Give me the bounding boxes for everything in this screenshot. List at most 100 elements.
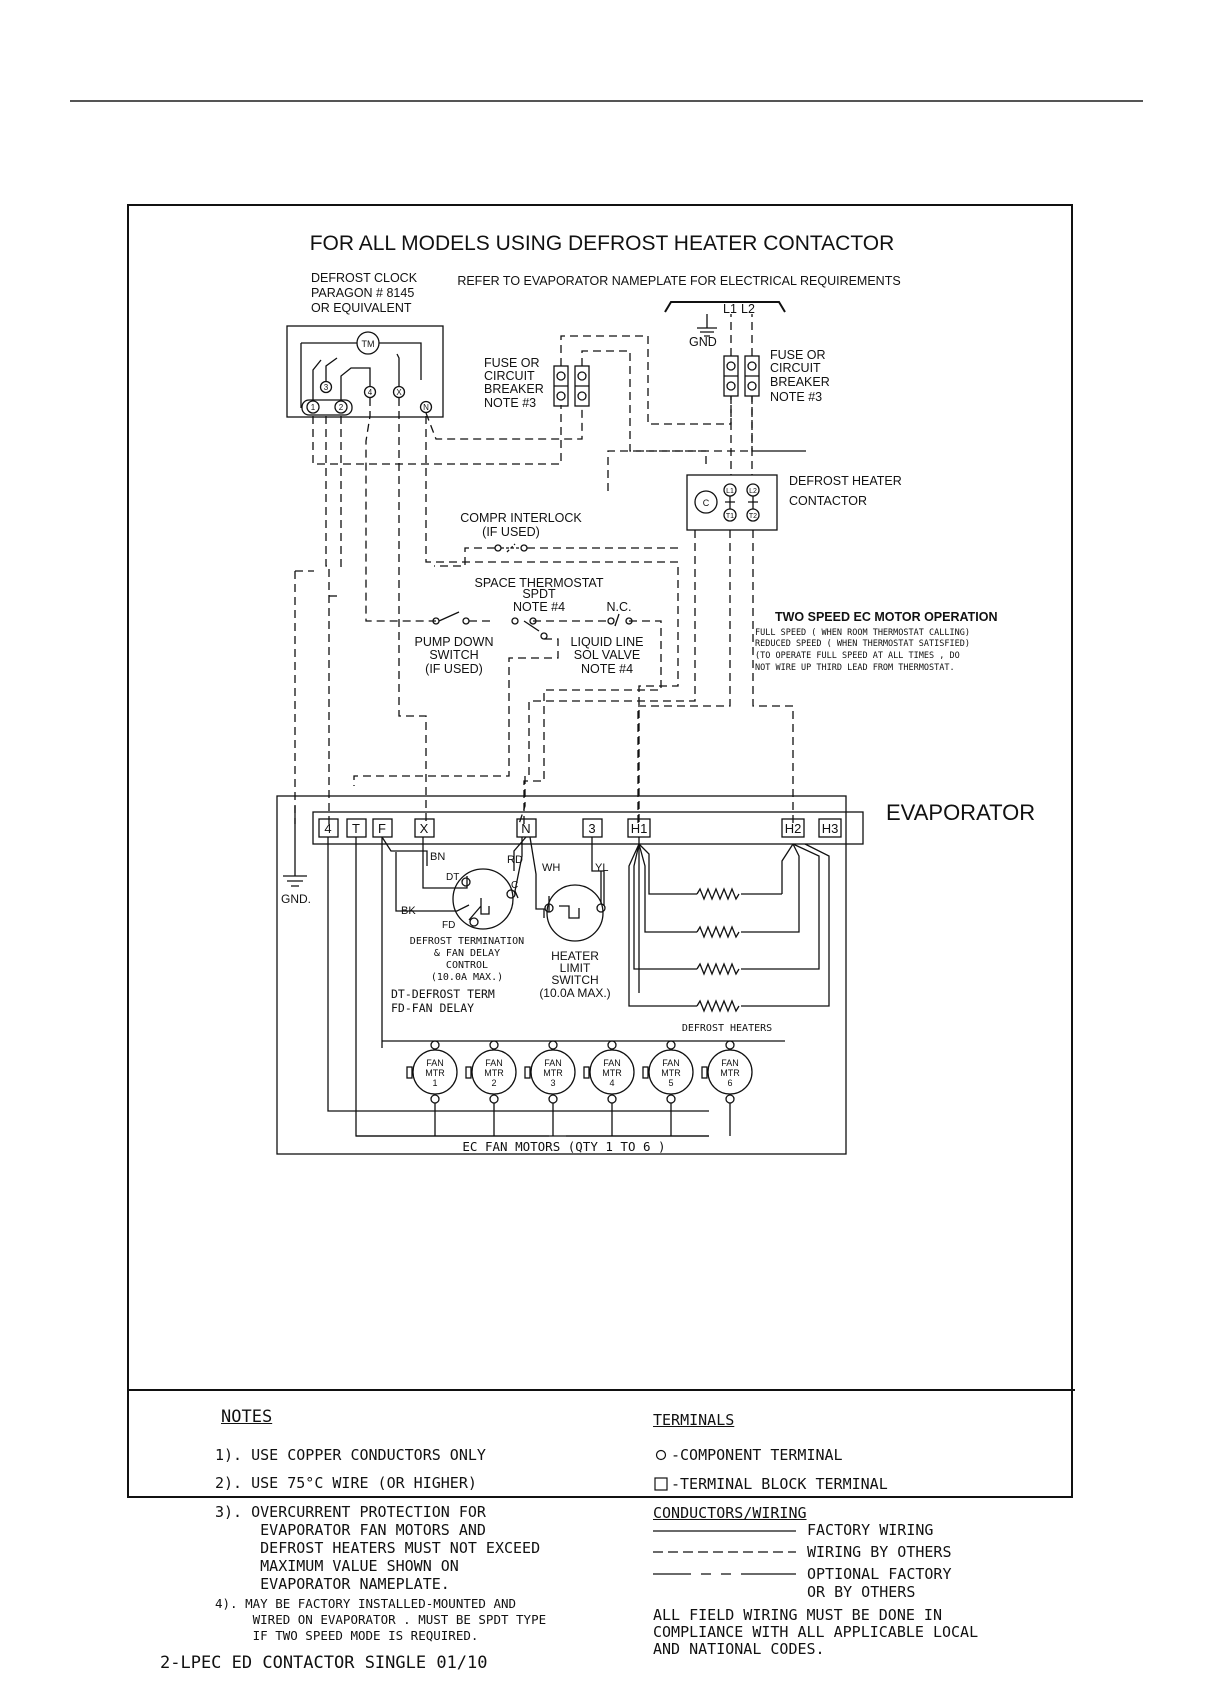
optional-factory-text: OPTIONAL FACTORY OR BY OTHERS (807, 1565, 952, 1601)
svg-text:NOT WIRE UP THIRD LEAD FROM TH: NOT WIRE UP THIRD LEAD FROM THERMOSTAT. (755, 663, 955, 673)
fan-motor-text: FAN (721, 1058, 739, 1068)
svg-text:CONTACTOR: CONTACTOR (789, 494, 867, 508)
svg-text:GND: GND (689, 335, 717, 349)
svg-text:NOTE #4: NOTE #4 (513, 600, 565, 614)
svg-text:DEFROST HEATER: DEFROST HEATER (789, 474, 902, 488)
svg-text:GND.: GND. (281, 892, 311, 906)
svg-text:TWO SPEED EC MOTOR OPERATION: TWO SPEED EC MOTOR OPERATION (775, 610, 997, 624)
svg-text:X: X (420, 821, 429, 836)
contactor-label: DEFROST HEATER CONTACTOR (789, 474, 902, 508)
svg-text:1: 1 (311, 403, 316, 412)
svg-text:L2: L2 (749, 488, 757, 495)
fan-motor-text: 2 (491, 1078, 496, 1088)
heater-limit-switch (544, 871, 606, 942)
heater-limit-label: HEATER LIMIT SWITCH (10.0A MAX.) (539, 949, 610, 1000)
fuse-right (723, 355, 760, 397)
svg-text:X: X (396, 388, 402, 397)
svg-text:DT-DEFROST TERM: DT-DEFROST TERM (391, 987, 495, 1001)
svg-text:(TO OPERATE FULL SPEED AT ALL: (TO OPERATE FULL SPEED AT ALL TIMES , DO (755, 651, 960, 661)
fan-motor-group: FANMTR1FANMTR2FANMTR3FANMTR4FANMTR5FANMT… (406, 1040, 753, 1136)
fan-motors-label: EC FAN MOTORS (QTY 1 TO 6 ) (462, 1139, 665, 1154)
fan-motors (356, 1041, 709, 1137)
svg-text:CIRCUIT: CIRCUIT (484, 369, 535, 383)
evaporator-label: EVAPORATOR (886, 800, 1035, 825)
block-terminal-icon (654, 1477, 668, 1491)
terminal-block: 4 T F X N 3 H1 H2 H3 (318, 818, 842, 838)
wiring-line-samples (653, 1530, 796, 1575)
wiring-by-others-text: WIRING BY OTHERS (807, 1543, 952, 1561)
fan-motor-text: MTR (661, 1068, 681, 1078)
fuse-right-label: FUSE OR CIRCUIT BREAKER NOTE #3 (770, 348, 830, 404)
svg-text:SPDT: SPDT (522, 587, 556, 601)
notes-area: NOTES 1). USE COPPER CONDUCTORS ONLY 2).… (129, 1389, 1075, 1702)
wiring-diagram: FOR ALL MODELS USING DEFROST HEATER CONT… (276, 232, 1035, 1155)
svg-text:L1: L1 (723, 302, 737, 316)
svg-text:L2: L2 (741, 302, 755, 316)
svg-text:N.C.: N.C. (607, 600, 632, 614)
field-wiring (294, 314, 806, 824)
conductors-heading: CONDUCTORS/WIRING (653, 1504, 807, 1522)
defrost-clock-label: DEFROST CLOCK PARAGON # 8145 OR EQUIVALE… (311, 271, 418, 315)
svg-text:NOTE #3: NOTE #3 (770, 390, 822, 404)
fan-motor-text: MTR (484, 1068, 504, 1078)
note-2: 2). USE 75°C WIRE (OR HIGHER) (215, 1474, 477, 1492)
dt-fd-legend: DT-DEFROST TERM FD-FAN DELAY (391, 987, 495, 1015)
wire-color-labels: BN RD WH YL BK (401, 851, 608, 917)
drawing-id: 2-LPEC ED CONTACTOR SINGLE 01/10 (160, 1653, 488, 1673)
svg-text:FD-FAN DELAY: FD-FAN DELAY (391, 1001, 474, 1015)
diagram-title: FOR ALL MODELS USING DEFROST HEATER CONT… (310, 232, 895, 255)
svg-text:4: 4 (324, 821, 331, 836)
evaporator-box (276, 795, 864, 1155)
svg-text:PARAGON # 8145: PARAGON # 8145 (311, 286, 414, 300)
svg-text:BREAKER: BREAKER (484, 382, 544, 396)
svg-text:(IF USED): (IF USED) (482, 525, 540, 539)
svg-text:(IF USED): (IF USED) (425, 662, 483, 676)
notes-heading: NOTES (221, 1407, 273, 1427)
note-1: 1). USE COPPER CONDUCTORS ONLY (215, 1446, 486, 1464)
svg-text:SPACE THERMOSTAT: SPACE THERMOSTAT (475, 576, 604, 590)
liquid-line-sol-valve: LIQUID LINE SOL VALVE NOTE #4 (571, 635, 644, 676)
svg-text:BREAKER: BREAKER (770, 375, 830, 389)
fan-motor-text: 1 (432, 1078, 437, 1088)
svg-text:N: N (423, 403, 429, 412)
space-thermostat: SPACE THERMOSTAT SPDT NOTE #4 N.C. (475, 576, 633, 640)
svg-text:& FAN DELAY: & FAN DELAY (434, 948, 500, 959)
svg-text:DEFROST TERMINATION: DEFROST TERMINATION (410, 936, 524, 947)
compr-interlock: COMPR INTERLOCK (IF USED) (460, 511, 582, 553)
power-supply: L1 L2 GND (664, 301, 786, 349)
svg-text:FULL SPEED ( WHEN ROOM THERMOS: FULL SPEED ( WHEN ROOM THERMOSTAT CALLIN… (755, 628, 970, 638)
fan-motor-text: 6 (727, 1078, 732, 1088)
fan-motor-text: FAN (603, 1058, 621, 1068)
svg-text:L1: L1 (726, 488, 734, 495)
defrost-heaters (628, 843, 830, 1013)
fan-motor-text: FAN (662, 1058, 680, 1068)
fuse-left-label: FUSE OR CIRCUIT BREAKER NOTE #3 (484, 356, 544, 410)
defrost-heater-contactor: C L1 L2 T1 T2 (686, 474, 778, 531)
svg-text:4: 4 (368, 388, 373, 397)
defrost-termination-control: DT C FD (442, 868, 518, 931)
svg-text:H3: H3 (822, 821, 839, 836)
component-terminal-icon (655, 1449, 667, 1461)
svg-text:DEFROST CLOCK: DEFROST CLOCK (311, 271, 418, 285)
header-rule (70, 100, 1143, 102)
timer-motor-label: TM (362, 339, 375, 349)
svg-text:FUSE OR: FUSE OR (484, 356, 540, 370)
block-terminal-text: -TERMINAL BLOCK TERMINAL (671, 1475, 888, 1493)
svg-text:H2: H2 (785, 821, 802, 836)
svg-text:NOTE #4: NOTE #4 (581, 662, 633, 676)
svg-text:DT: DT (446, 872, 459, 883)
fuse-left (553, 365, 590, 407)
svg-text:NOTE #3: NOTE #3 (484, 396, 536, 410)
terminals-heading: TERMINALS (653, 1411, 735, 1429)
note-3: 3). OVERCURRENT PROTECTION FOR EVAPORATO… (215, 1503, 541, 1593)
component-terminal-text: -COMPONENT TERMINAL (671, 1446, 843, 1464)
svg-text:N: N (521, 821, 530, 836)
svg-text:COMPR INTERLOCK: COMPR INTERLOCK (460, 511, 582, 525)
svg-text:SWITCH: SWITCH (429, 648, 478, 662)
svg-text:WH: WH (542, 862, 560, 874)
